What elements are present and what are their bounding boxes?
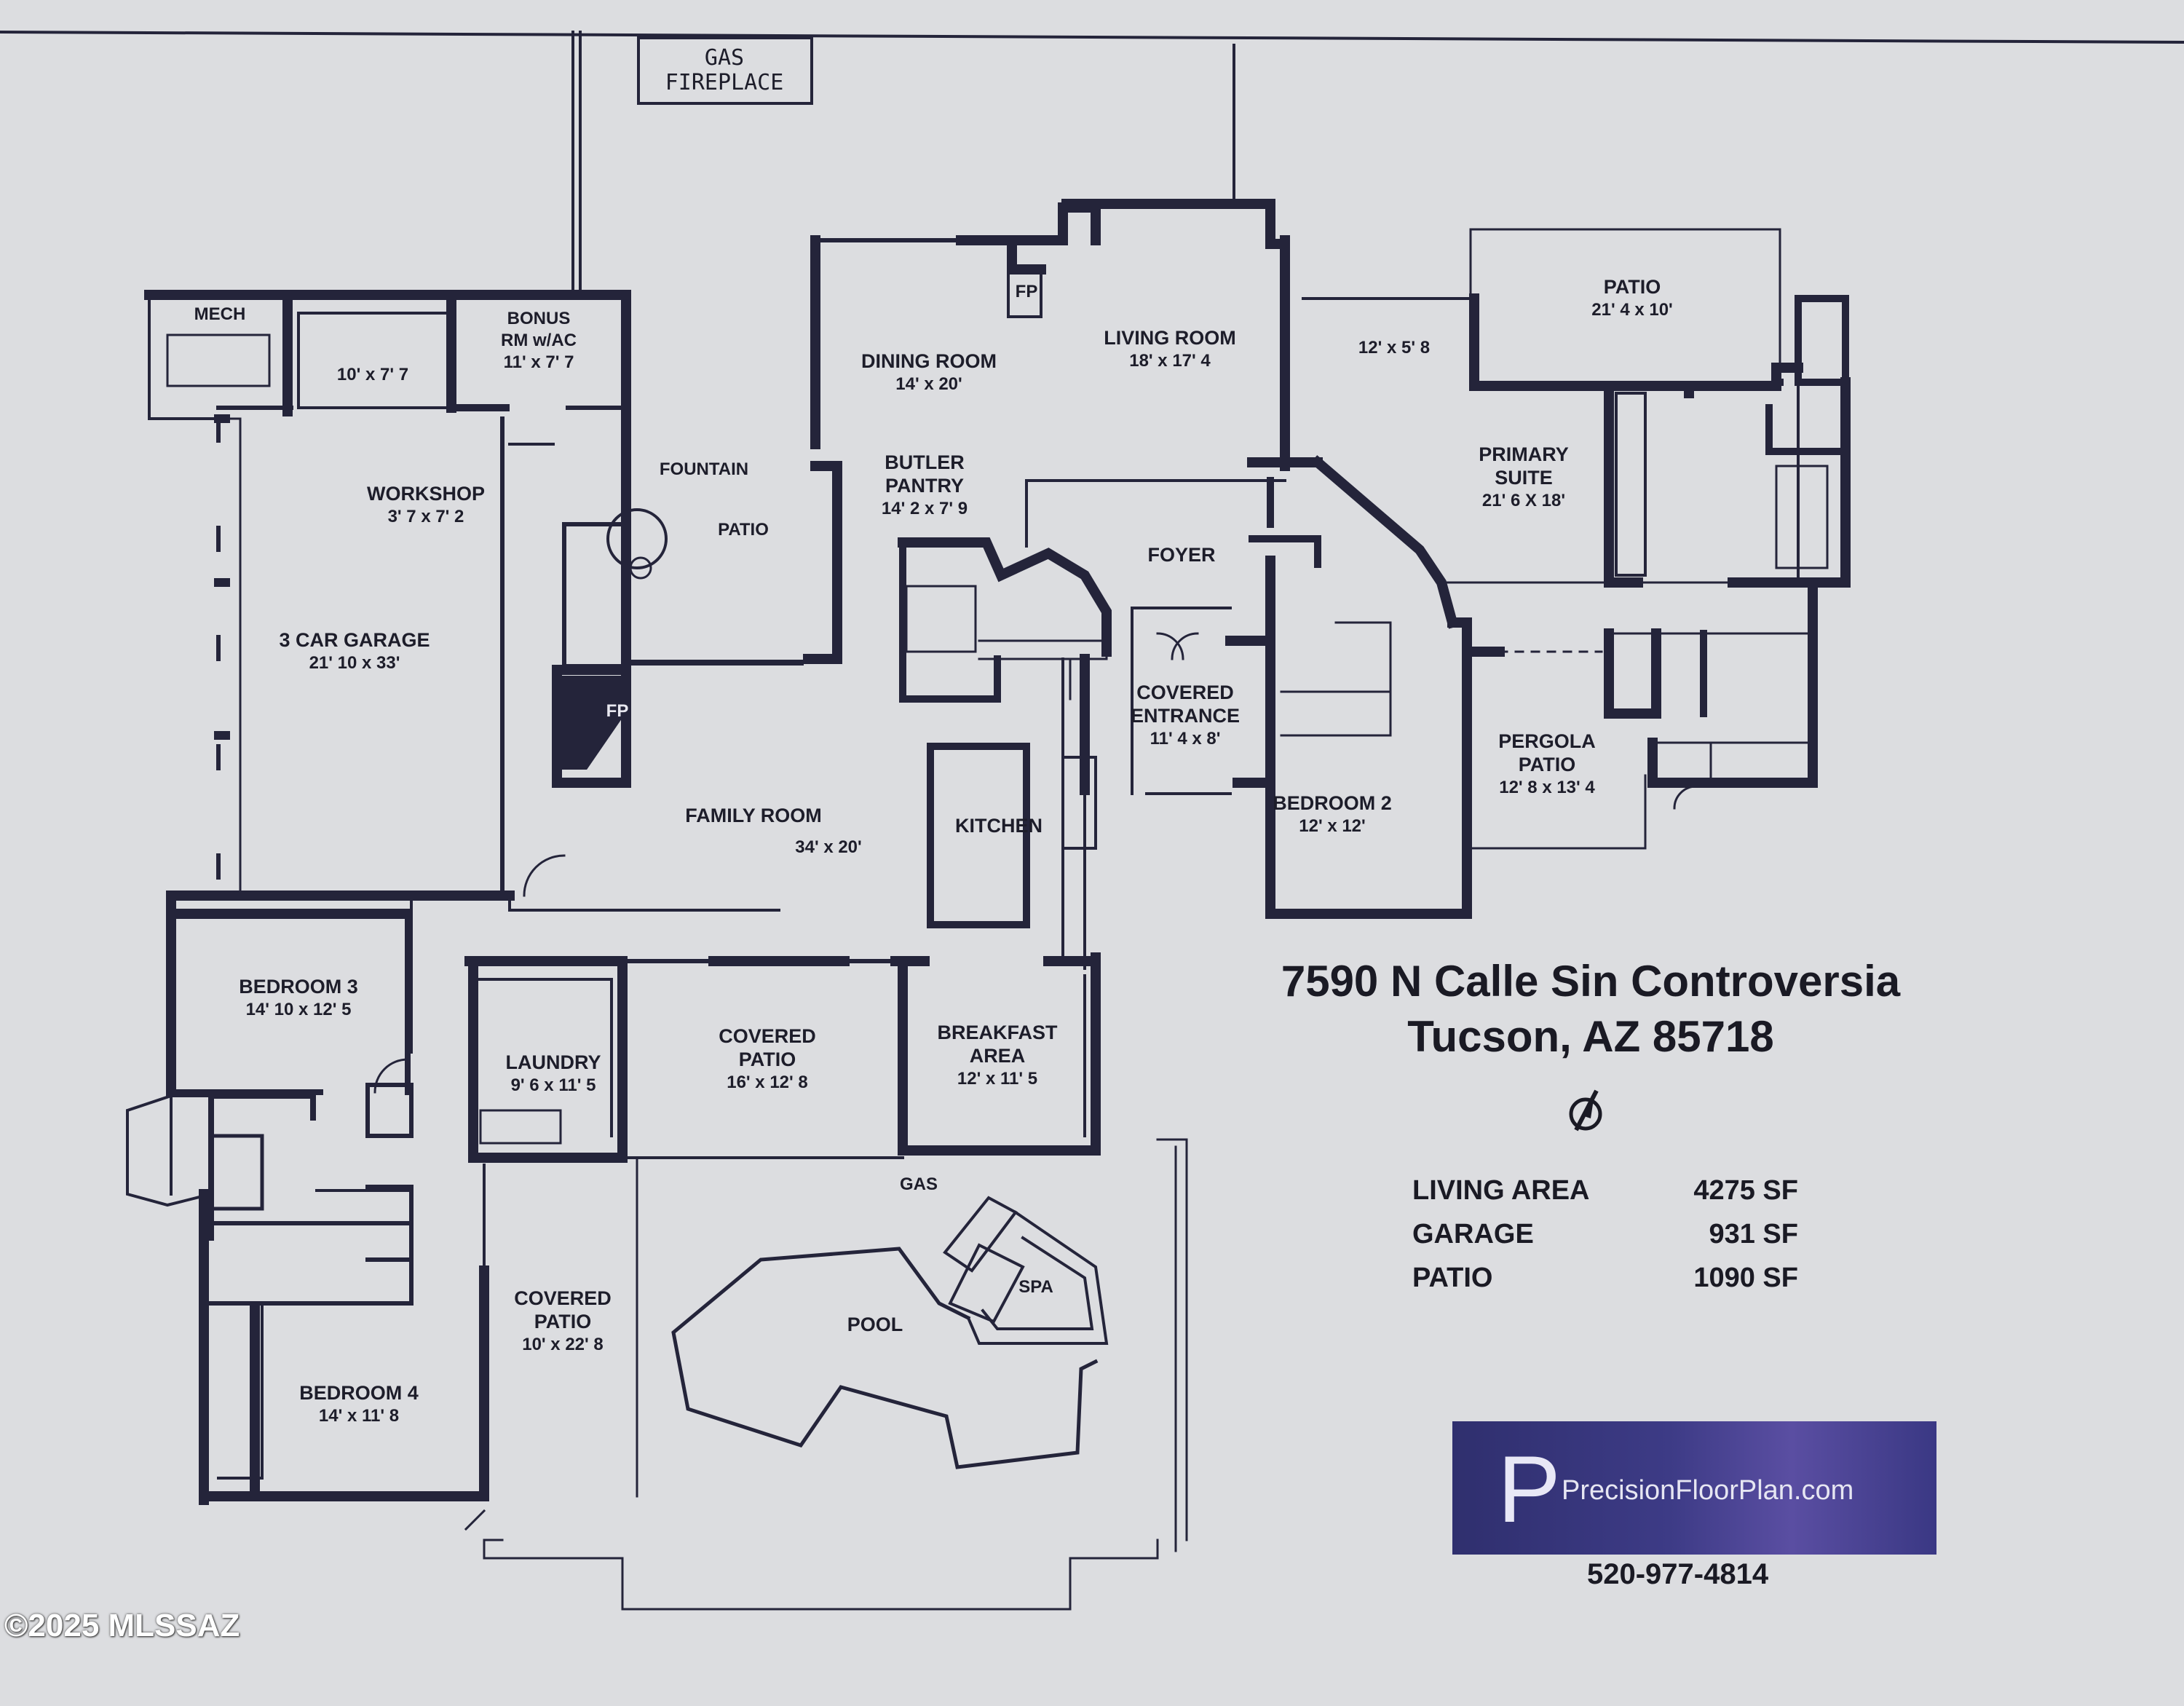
copyright-watermark: ©2025 MLSSAZ (4, 1608, 240, 1643)
pool-label: POOL (847, 1314, 903, 1335)
address-city: Tucson, AZ 85718 (1407, 1012, 1774, 1061)
family-room-label: FAMILY ROOM (685, 805, 822, 826)
north-arrow-icon (1569, 1089, 1602, 1132)
fountain-label: FOUNTAIN (659, 459, 749, 479)
spa-label: SPA (1018, 1277, 1053, 1297)
phone-number: 520-977-4814 (1587, 1558, 1769, 1590)
dining-fireplace-label: FP (1015, 282, 1038, 301)
precision-floor-plan-logo: P PrecisionFloorPlan.com (1452, 1421, 1936, 1555)
center-patio-label: PATIO (718, 520, 769, 540)
logo-letter: P (1497, 1436, 1561, 1542)
porch-dimensions: 12' x 5' 8 (1358, 338, 1431, 358)
mech-label: MECH (194, 304, 246, 324)
logo-website: PrecisionFloorPlan.com (1562, 1475, 1854, 1506)
property-address: 7590 N Calle Sin Controversia Tucson, AZ… (1263, 954, 1918, 1065)
kitchen-label: KITCHEN (955, 815, 1042, 837)
foyer-label: FOYER (1147, 544, 1216, 566)
address-street: 7590 N Calle Sin Controversia (1281, 957, 1901, 1006)
storage-dimensions: 10' x 7' 7 (336, 365, 409, 384)
family-fireplace-label: FP (606, 701, 629, 721)
family-room-dimensions: 34' x 20' (795, 837, 862, 857)
gas-label: GAS (899, 1174, 938, 1194)
